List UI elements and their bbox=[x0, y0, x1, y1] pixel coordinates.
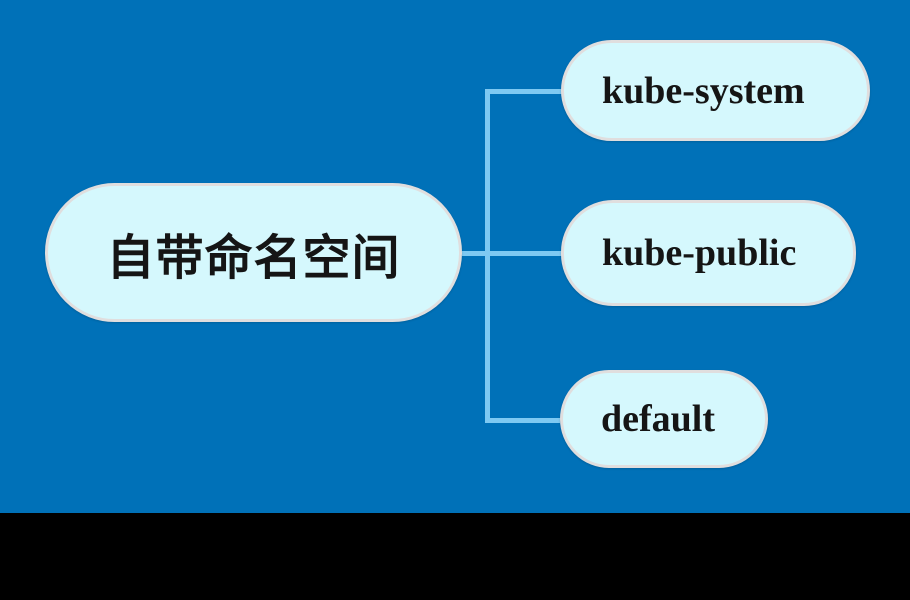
node-kube-public-label: kube-public bbox=[602, 232, 797, 274]
connector-branch-kube-system bbox=[485, 89, 562, 94]
node-kube-public[interactable]: kube-public bbox=[561, 200, 856, 306]
connector-root-branch bbox=[462, 251, 562, 256]
mindmap-canvas: 自带命名空间 kube-system kube-public default bbox=[0, 0, 910, 513]
connector-trunk bbox=[485, 89, 490, 423]
node-default[interactable]: default bbox=[560, 370, 768, 468]
node-kube-system[interactable]: kube-system bbox=[561, 40, 870, 141]
node-root-namespaces[interactable]: 自带命名空间 bbox=[45, 183, 462, 322]
bottom-letterbox-bar bbox=[0, 513, 910, 600]
node-root-label: 自带命名空间 bbox=[106, 231, 401, 285]
connector-branch-default bbox=[485, 418, 560, 423]
node-kube-system-label: kube-system bbox=[602, 69, 805, 112]
node-default-label: default bbox=[601, 398, 715, 440]
